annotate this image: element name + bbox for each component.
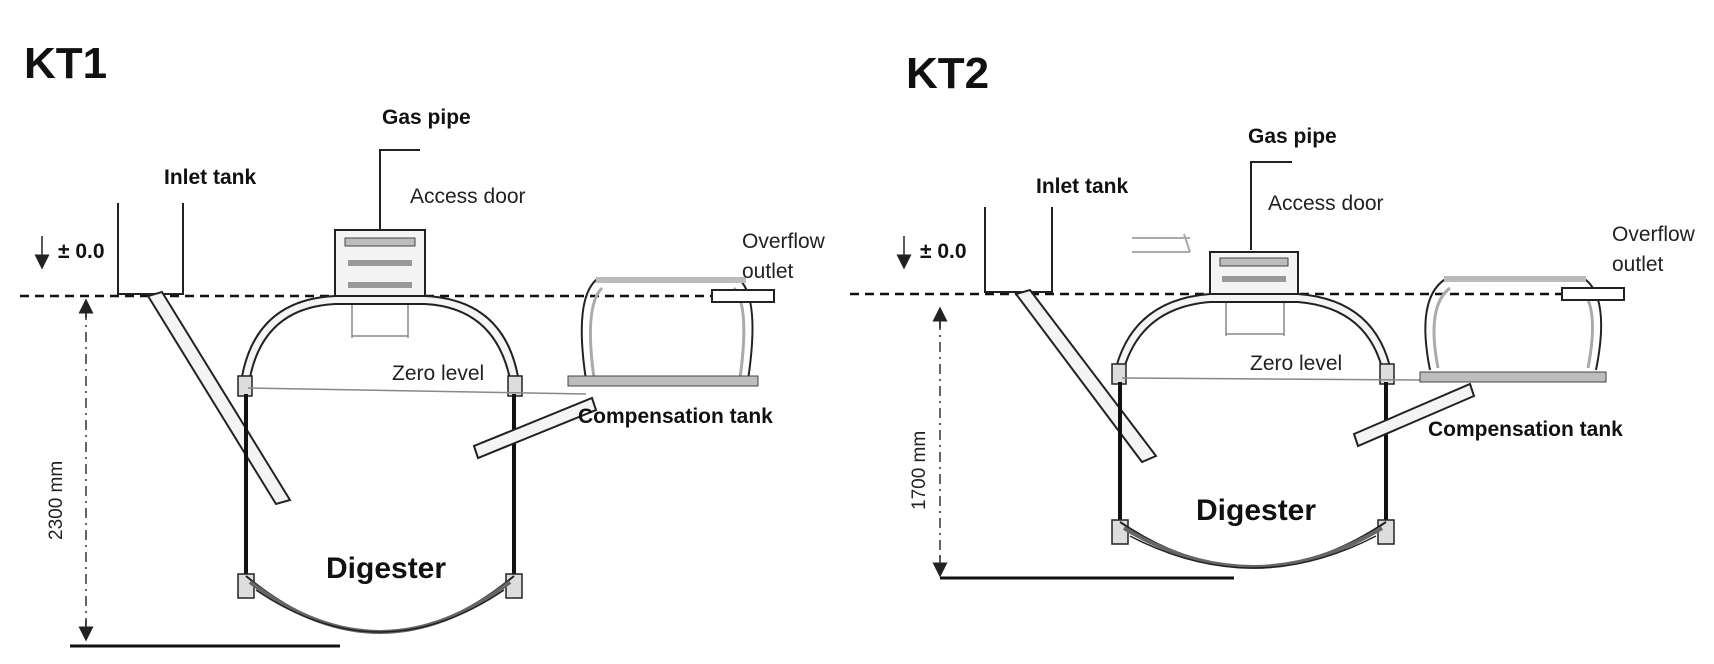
kt2-depth-label: 1700 mm — [909, 431, 930, 510]
kt2-zero-level-label: Zero level — [1250, 352, 1342, 375]
kt1-digester — [237, 295, 523, 634]
kt2-access-door — [1209, 251, 1299, 336]
kt1-compensation-tank — [472, 277, 759, 460]
kt1-inlet-tank-label: Inlet tank — [164, 166, 257, 189]
kt1-gas-pipe — [379, 149, 420, 230]
kt2-overflow-outlet — [1561, 287, 1625, 301]
kt1-inlet-tank — [117, 203, 184, 295]
kt1-compensation-tank-label: Compensation tank — [578, 405, 773, 428]
kt1-overflow-label-2: outlet — [742, 260, 794, 283]
kt2-zero-level-line — [1121, 377, 1425, 381]
kt2-access-door-label: Access door — [1268, 192, 1384, 215]
kt2-inlet-tank-label: Inlet tank — [1036, 175, 1129, 198]
kt1-digester-label: Digester — [326, 552, 446, 585]
kt1-depth-label: 2300 mm — [46, 461, 67, 540]
kt2-digester-label: Digester — [1196, 494, 1316, 527]
kt1-overflow-label-1: Overflow — [742, 230, 826, 253]
kt2-overflow-label-2: outlet — [1612, 253, 1664, 276]
kt2-inlet-pipe — [1014, 288, 1158, 464]
kt2-gas-pipe-label: Gas pipe — [1248, 125, 1337, 148]
kt2-level-mark: ± 0.0 — [920, 240, 967, 263]
kt2-title: KT2 — [906, 49, 989, 98]
kt2-digester — [1111, 293, 1395, 569]
kt1-inlet-pipe — [146, 290, 292, 506]
kt2-inlet-tank — [984, 207, 1053, 293]
kt1-diagram: KT1 ± 0.0 Inlet tank Gas pipe Access doo… — [20, 39, 826, 648]
kt1-level-mark: ± 0.0 — [58, 240, 105, 263]
kt1-title: KT1 — [24, 39, 107, 88]
kt1-gas-pipe-label: Gas pipe — [382, 106, 471, 129]
kt1-zero-level-label: Zero level — [392, 362, 484, 385]
kt2-compensation-tank-label: Compensation tank — [1428, 418, 1623, 441]
kt2-vent-marks — [1132, 233, 1191, 253]
kt1-access-door — [334, 229, 426, 338]
kt2-gas-pipe — [1250, 161, 1292, 250]
kt2-overflow-label-1: Overflow — [1612, 223, 1696, 246]
kt1-zero-level-line — [247, 387, 587, 395]
kt1-access-door-label: Access door — [410, 185, 526, 208]
kt2-diagram: KT2 ± 0.0 Inlet tank Gas pipe Access doo… — [850, 49, 1696, 580]
kt1-overflow-outlet — [711, 289, 775, 303]
